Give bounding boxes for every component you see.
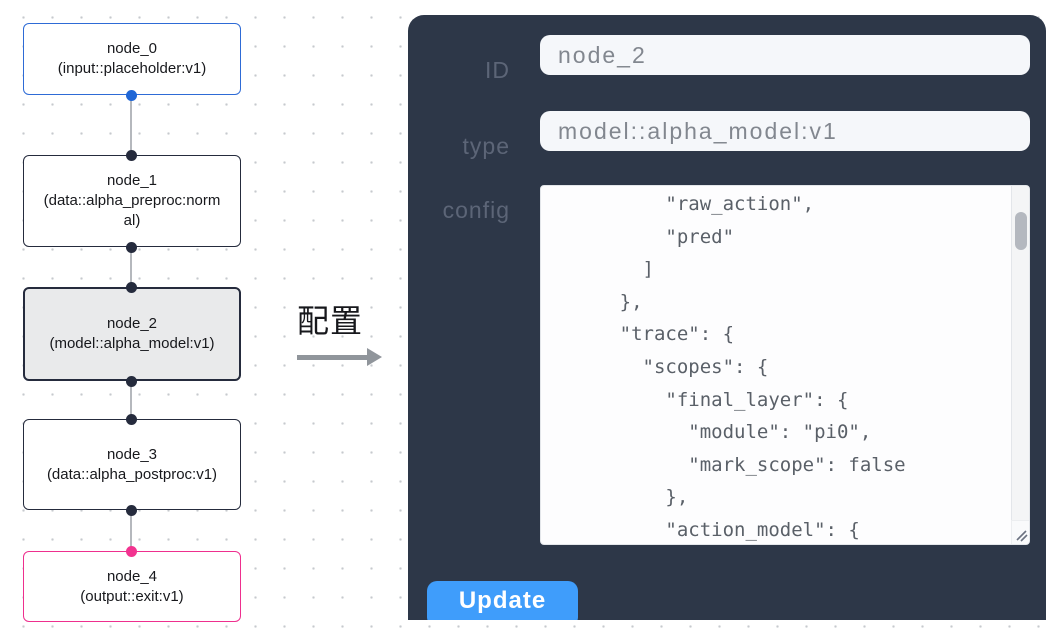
configure-label: 配置: [297, 303, 364, 339]
node-id-label: node_1: [106, 172, 158, 189]
node-id-label: node_4: [106, 567, 158, 585]
update-button[interactable]: Update: [427, 581, 578, 620]
config-field-label: config: [442, 197, 510, 223]
id-field-label: ID: [485, 57, 510, 83]
node-id-label: node_2: [106, 315, 158, 332]
port-node4-input[interactable]: [126, 546, 137, 557]
port-node3-output[interactable]: [126, 505, 137, 516]
type-input[interactable]: [540, 111, 1030, 151]
edge-node2-node3: [130, 381, 132, 420]
port-node3-input[interactable]: [126, 414, 137, 425]
node-node_3[interactable]: node_3 (data::alpha_postproc:v1): [23, 419, 241, 510]
node-type-label: (input::placeholder:v1): [57, 60, 207, 77]
node-node_4[interactable]: node_4 (output::exit:v1): [23, 551, 241, 622]
edge-node0-node1: [130, 95, 132, 155]
node-type-label: (model::alpha_model:v1): [49, 335, 215, 352]
port-node1-input[interactable]: [126, 150, 137, 161]
configure-annotation: 配置: [294, 296, 390, 366]
node-type-label: (data::alpha_postproc:v1): [46, 465, 218, 483]
port-node2-input[interactable]: [126, 282, 137, 293]
id-input[interactable]: [540, 35, 1030, 75]
port-node0-output[interactable]: [126, 90, 137, 101]
node-type-label: (data::alpha_preproc:normal): [43, 192, 221, 229]
node-node_2-selected[interactable]: node_2 (model::alpha_model:v1): [23, 287, 241, 381]
edge-node1-node2: [130, 247, 132, 287]
edge-node3-node4: [130, 510, 132, 551]
port-node2-output[interactable]: [126, 376, 137, 387]
resize-grip-icon[interactable]: [1011, 520, 1029, 544]
scrollbar-thumb[interactable]: [1014, 212, 1027, 250]
port-node1-output[interactable]: [126, 242, 137, 253]
config-textarea[interactable]: "raw_action", "pred" ] }, "trace": { "sc…: [540, 185, 1030, 545]
node-node_0[interactable]: node_0 (input::placeholder:v1): [23, 23, 241, 95]
config-json-text: "raw_action", "pred" ] }, "trace": { "sc…: [619, 193, 906, 541]
node-id-label: node_3: [106, 445, 158, 463]
node-node_1[interactable]: node_1 (data::alpha_preproc:normal): [23, 155, 241, 247]
type-field-label: type: [462, 133, 510, 159]
arrow-right-icon: [294, 348, 390, 366]
config-scrollbar[interactable]: [1011, 186, 1029, 520]
node-config-panel: ID type config "raw_action", "pred" ] },…: [408, 15, 1046, 620]
node-type-label: (output::exit:v1): [80, 587, 184, 605]
node-id-label: node_0: [106, 40, 158, 57]
